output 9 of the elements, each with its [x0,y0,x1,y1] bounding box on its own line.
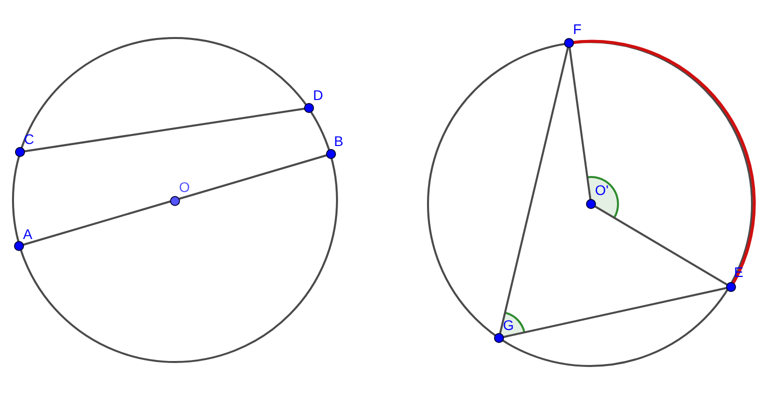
point-label: C [24,132,34,146]
point-label: E [734,265,744,279]
point-label: F [573,22,582,36]
point-label: O' [595,183,609,197]
point-label: D [313,88,324,102]
point-label: G [503,318,514,332]
point-label: B [334,134,344,148]
point-label: O [179,180,190,194]
point-label: A [23,227,32,241]
